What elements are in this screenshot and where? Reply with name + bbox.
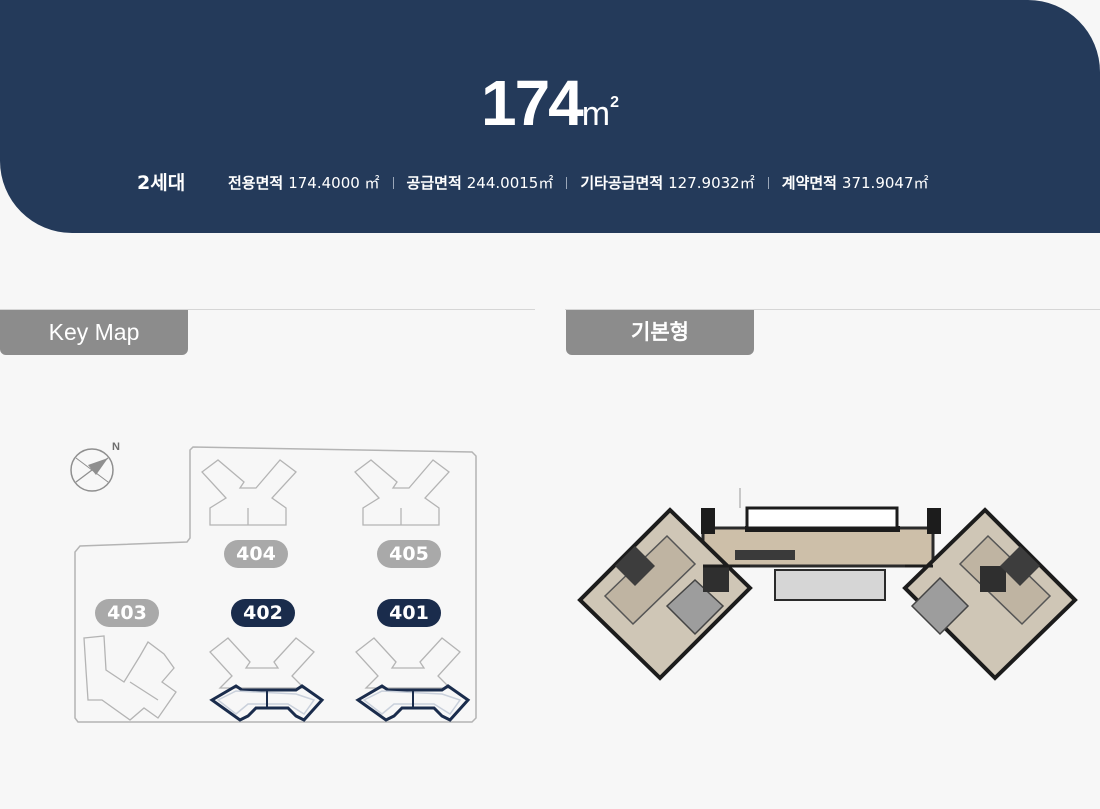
floor-plan-drawing (577, 488, 1078, 681)
site-boundary (74, 446, 477, 723)
spec-value-contract: 371.9047㎡ (841, 174, 929, 192)
spec-label-supply: 공급면적 (406, 174, 462, 192)
section-divider (565, 309, 1100, 310)
header-banner: 174m2 2세대 전용면적 174.4000 ㎡ 공급면적 244.0015㎡… (0, 0, 1100, 233)
area-specs: 전용면적 174.4000 ㎡ 공급면적 244.0015㎡ 기타공급면적 12… (228, 172, 929, 193)
area-title: 174m2 (0, 68, 1100, 149)
building-label-404[interactable]: 404 (224, 540, 288, 568)
wall (701, 508, 715, 534)
section-divider (0, 309, 535, 310)
wall (927, 508, 941, 534)
divider (392, 176, 394, 189)
building-403-outline (83, 635, 177, 721)
spec-label-contract: 계약면적 (781, 174, 837, 192)
left-bedroom (603, 534, 697, 626)
unit-402-highlight[interactable] (209, 684, 325, 722)
spec-label-other-supply: 기타공급면적 (580, 174, 664, 192)
unit-401-inner (362, 690, 462, 716)
spec-value-other-supply: 127.9032㎡ (668, 174, 755, 192)
building-label-405[interactable]: 405 (377, 540, 441, 568)
compass-icon (70, 448, 114, 492)
spec-value-supply: 244.0015㎡ (466, 174, 554, 192)
plan-type-tab[interactable]: 기본형 (566, 310, 754, 355)
divider (566, 176, 568, 189)
floor-plan (575, 488, 1080, 688)
building-401-outline (355, 637, 461, 689)
units-count: 2세대 (137, 172, 186, 194)
left-closet (615, 546, 655, 586)
building-404-outline (201, 459, 297, 526)
living-room (701, 526, 935, 568)
left-dressroom (665, 578, 725, 636)
area-number: 174 (480, 67, 584, 139)
divider (767, 176, 769, 189)
unit-401-highlight[interactable] (355, 684, 471, 722)
area-unit-superscript: 2 (610, 94, 619, 111)
building-label-403[interactable]: 403 (95, 599, 159, 627)
area-info-row: 2세대 전용면적 174.4000 ㎡ 공급면적 244.0015㎡ 기타공급면… (0, 170, 1100, 196)
compass-north-label: N (112, 441, 120, 453)
right-bathroom (980, 566, 1006, 592)
site-plan-drawing: N (70, 441, 477, 723)
building-label-402[interactable]: 402 (231, 599, 295, 627)
area-unit: m2 (581, 94, 619, 133)
unit-402-inner (216, 690, 316, 716)
right-dressroom (910, 576, 970, 636)
building-405-outline (354, 459, 450, 526)
spec-value-exclusive: 174.4000 ㎡ (288, 174, 380, 192)
key-map: N 404 405 403 (60, 430, 490, 740)
building-label-401[interactable]: 401 (377, 599, 441, 627)
kitchen-counter (735, 550, 795, 560)
right-closet (1000, 546, 1040, 586)
left-bathroom (703, 566, 729, 592)
spec-label-exclusive: 전용면적 (228, 174, 284, 192)
building-402-outline (209, 637, 315, 689)
keymap-title-tab: Key Map (0, 310, 188, 355)
balcony-south (774, 569, 886, 601)
balcony (745, 506, 899, 530)
